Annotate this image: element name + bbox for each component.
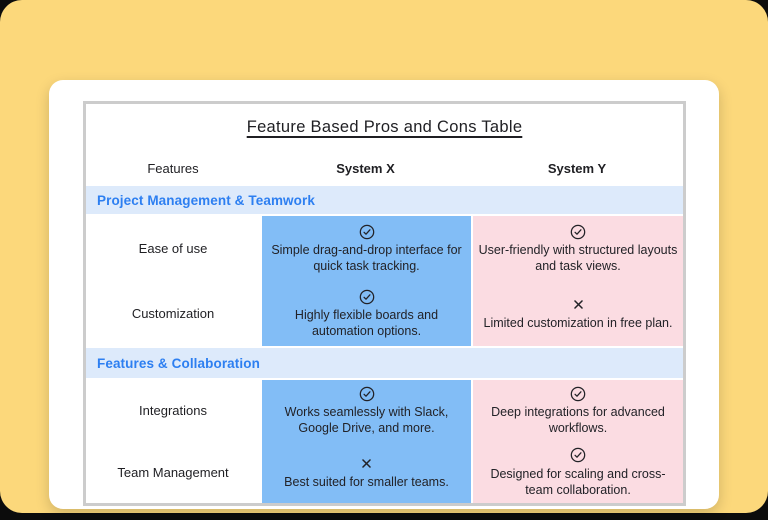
feature-label-integrations: Integrations — [139, 403, 207, 419]
cell-text: Highly flexible boards and automation op… — [294, 308, 439, 338]
check-circle-icon — [359, 223, 375, 240]
section-project-management: Ease of use Customization Simple drag-an… — [86, 216, 683, 346]
feature-label-ease-of-use: Ease of use — [138, 241, 208, 256]
title-row: Feature Based Pros and Cons Table — [86, 104, 683, 150]
table-title: Feature Based Pros and Cons Table — [246, 117, 523, 136]
system-y-column-block: Deep integrations for advanced workflows… — [473, 380, 683, 503]
system-x-column-block: Simple drag-and-drop interface for quick… — [262, 216, 471, 346]
cell-customization-system-x: Highly flexible boards and automation op… — [262, 281, 471, 346]
cell-ease-of-use-system-y: User-friendly with structured layouts an… — [473, 216, 683, 281]
cell-text: Designed for scaling and cross-team coll… — [490, 466, 666, 497]
section-header-label: Project Management & Teamwork — [97, 192, 315, 208]
feature-labels-column: Ease of use Customization — [86, 216, 260, 346]
check-circle-icon — [359, 385, 375, 402]
cell-team-management-system-y: Designed for scaling and cross-team coll… — [473, 442, 683, 504]
pros-cons-table: Feature Based Pros and Cons Table Featur… — [83, 101, 686, 506]
system-y-column-block: User-friendly with structured layouts an… — [473, 216, 683, 346]
section-header-label: Features & Collaboration — [97, 355, 260, 371]
check-circle-icon — [359, 288, 375, 305]
cell-text: Works seamlessly with Slack, Google Driv… — [284, 405, 449, 436]
x-mark-icon — [360, 455, 373, 472]
cell-integrations-system-y: Deep integrations for advanced workflows… — [473, 380, 683, 442]
system-x-column-block: Works seamlessly with Slack, Google Driv… — [262, 380, 471, 503]
check-circle-icon — [570, 447, 586, 464]
feature-label-customization: Customization — [131, 306, 215, 321]
feature-labels-column: Integrations Team Management — [86, 380, 260, 503]
check-circle-icon — [570, 223, 586, 240]
cell-integrations-system-x: Works seamlessly with Slack, Google Driv… — [262, 380, 471, 442]
section-header-project-management: Project Management & Teamwork — [86, 186, 683, 214]
x-mark-icon — [572, 296, 585, 313]
cell-text: Simple drag-and-drop interface for quick… — [271, 243, 462, 273]
check-circle-icon — [570, 385, 586, 402]
column-header-row: Features System X System Y — [86, 150, 683, 186]
cell-text: Deep integrations for advanced workflows… — [491, 405, 665, 436]
column-header-system-x: System X — [336, 160, 395, 176]
section-header-features-collaboration: Features & Collaboration — [86, 348, 683, 378]
cell-customization-system-y: Limited customization in free plan. — [473, 281, 683, 346]
cell-ease-of-use-system-x: Simple drag-and-drop interface for quick… — [262, 216, 471, 281]
cell-text: User-friendly with structured layouts an… — [478, 243, 678, 273]
cell-team-management-system-x: Best suited for smaller teams. — [262, 442, 471, 504]
cell-text: Limited customization in free plan. — [483, 316, 673, 330]
column-header-features: Features — [147, 160, 199, 176]
feature-label-team-management: Team Management — [117, 464, 229, 480]
column-header-system-y: System Y — [547, 160, 607, 176]
cell-text: Best suited for smaller teams. — [284, 474, 449, 489]
section-features-collaboration: Integrations Team Management Works seaml… — [86, 380, 683, 503]
comparison-card: Feature Based Pros and Cons Table Featur… — [49, 80, 719, 509]
